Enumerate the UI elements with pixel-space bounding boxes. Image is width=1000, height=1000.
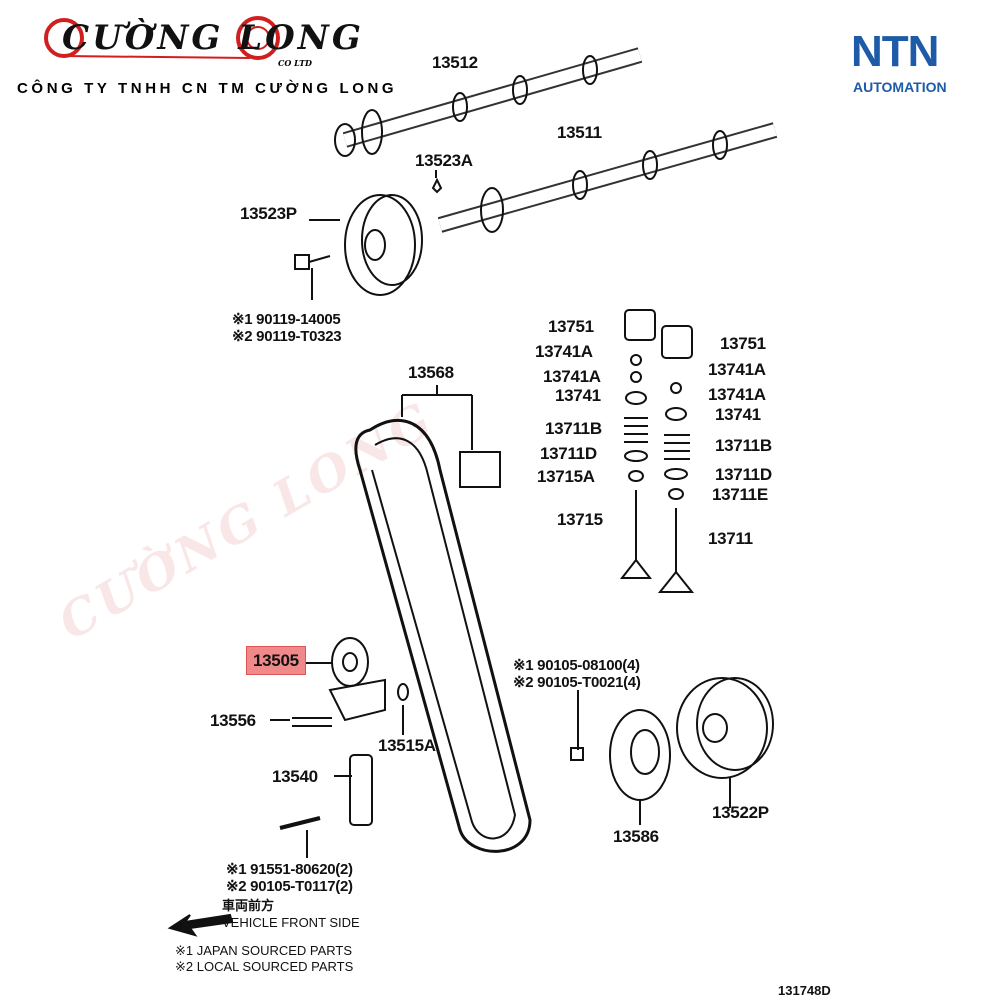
label-retainer-left[interactable]: 13741 (555, 386, 601, 405)
label-tensioner[interactable]: 13540 (272, 767, 318, 786)
crank-flange (609, 709, 671, 801)
label-bolt-c-2[interactable]: ※2 90105-T0021(4) (513, 674, 641, 691)
label-seat-right[interactable]: 13711D (715, 465, 772, 484)
ntn-logo: NTN (851, 27, 939, 76)
bearing-logo-graphic (44, 16, 280, 60)
label-crank-pulley[interactable]: 13522P (712, 803, 769, 822)
label-washer[interactable]: 13515A (378, 736, 436, 755)
timing-belt-inner (371, 437, 517, 840)
label-camshaft-intake[interactable]: 13511 (557, 123, 602, 142)
valve-parts-left (619, 309, 656, 579)
idler-pulley (328, 637, 386, 722)
label-camshaft-exhaust[interactable]: 13512 (432, 53, 478, 72)
label-crank-flange[interactable]: 13586 (613, 827, 659, 846)
label-seal-left[interactable]: 13715A (537, 467, 595, 486)
label-valve-intake[interactable]: 13711 (708, 529, 753, 548)
label-seal-right[interactable]: 13711E (712, 485, 768, 504)
logo-text: CƯỜNG LONG (62, 18, 364, 58)
camshaft-exhaust (334, 47, 643, 157)
label-bolt-a-2[interactable]: ※2 90119-T0323 (232, 328, 342, 345)
note-japan-sourced: ※1 JAPAN SOURCED PARTS (175, 943, 353, 958)
label-keeper-right-2[interactable]: 13741A (708, 385, 766, 404)
label-lifter-left[interactable]: 13751 (548, 317, 594, 336)
label-keeper-left-1[interactable]: 13741A (535, 342, 593, 361)
valve-parts-right (657, 325, 695, 593)
label-retainer-right[interactable]: 13741 (715, 405, 761, 424)
label-bolt-b-2[interactable]: ※2 90105-T0117(2) (226, 878, 353, 895)
figure-id: 131748D (778, 983, 831, 998)
label-cam-pulley[interactable]: 13523P (240, 204, 297, 223)
label-bolt-b-1[interactable]: ※1 91551-80620(2) (226, 861, 353, 878)
pin-shape (431, 177, 443, 194)
front-label-jp: 車両前方 (222, 898, 275, 913)
label-seat-left[interactable]: 13711D (540, 444, 597, 463)
camshaft-intake (437, 122, 778, 233)
belt-section (459, 451, 501, 488)
note-local-sourced: ※2 LOCAL SOURCED PARTS (175, 959, 354, 974)
timing-belt (354, 419, 532, 853)
front-label-en: VEHICLE FRONT SIDE (222, 915, 360, 930)
front-arrow-icon (167, 913, 234, 937)
crank-pulley (676, 677, 774, 779)
tensioner-shape (349, 754, 373, 826)
label-spring-left[interactable]: 13711B (545, 419, 602, 438)
idler-bolt (292, 717, 332, 727)
label-idler-highlighted[interactable]: 13505 (246, 646, 306, 675)
cam-pulley (344, 194, 423, 296)
label-idler-bolt[interactable]: 13556 (210, 711, 256, 730)
company-name: CÔNG TY TNHH CN TM CƯỜNG LONG (17, 80, 398, 97)
label-bolt-c-1[interactable]: ※1 90105-08100(4) (513, 657, 640, 674)
label-lifter-right[interactable]: 13751 (720, 334, 766, 353)
leader-lines (270, 170, 731, 858)
label-valve-exhaust[interactable]: 13715 (557, 510, 603, 529)
bolt-a (294, 254, 331, 270)
ntn-logo-subtitle: AUTOMATION (853, 79, 947, 95)
label-keeper-right-1[interactable]: 13741A (708, 360, 766, 379)
label-belt[interactable]: 13568 (408, 363, 454, 382)
washer-shape (397, 683, 409, 701)
bolt-b (279, 816, 321, 830)
label-spring-right[interactable]: 13711B (715, 436, 772, 455)
logo-subtitle: CO LTD (278, 58, 312, 68)
label-keeper-left-2[interactable]: 13741A (543, 367, 601, 386)
bolt-c-head (570, 747, 584, 761)
label-pin[interactable]: 13523A (415, 151, 473, 170)
label-bolt-a-1[interactable]: ※1 90119-14005 (232, 311, 341, 328)
